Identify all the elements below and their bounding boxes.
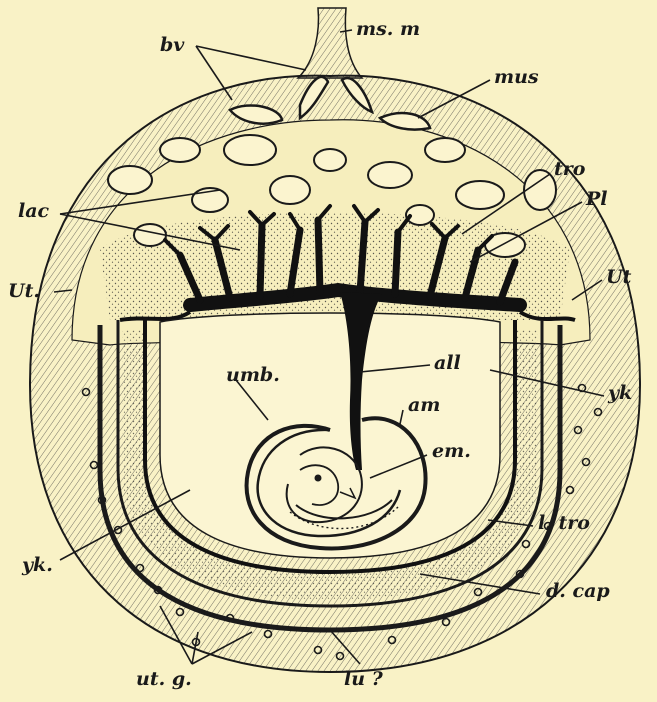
label-em: em. [432, 442, 471, 461]
label-bv: bv [160, 36, 184, 55]
mesometrium [298, 8, 362, 78]
label-yk-left: yk. [22, 556, 53, 575]
label-yk-right: yk [608, 384, 632, 403]
label-ut-g: ut. g. [136, 670, 192, 689]
label-lac: lac [18, 202, 49, 221]
label-ut-left: Ut. [8, 282, 40, 301]
label-am: am [408, 396, 440, 415]
label-umb: umb. [226, 366, 280, 385]
label-ms-m: ms. m [356, 20, 420, 39]
label-pl: Pl [586, 190, 608, 209]
label-mus: mus [494, 68, 539, 87]
label-lu: lu ? [344, 670, 383, 689]
label-ut-right: Ut [606, 268, 631, 287]
label-d-cap: d. cap [546, 582, 610, 601]
label-all: all [434, 354, 461, 373]
label-l-tro: l. tro [538, 514, 590, 533]
label-tro: tro [554, 160, 585, 179]
